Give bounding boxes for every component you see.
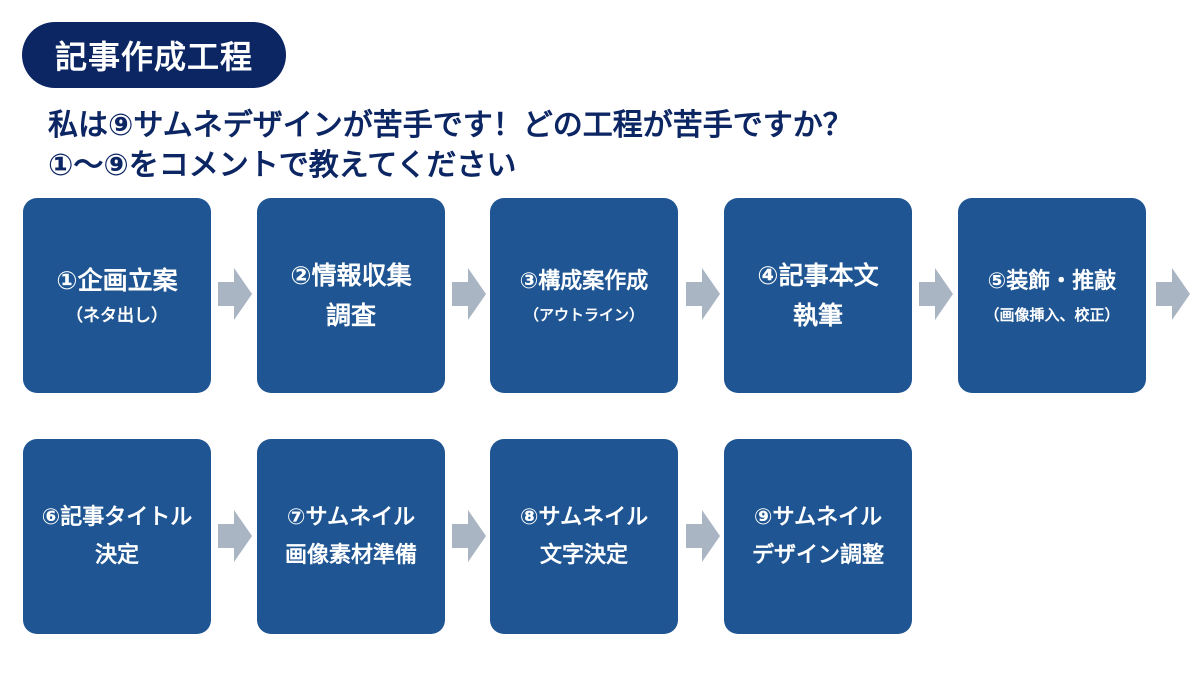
arrow-right-icon bbox=[218, 510, 252, 562]
step-7-title: ⑦サムネイル bbox=[286, 504, 416, 530]
arrow-right-icon bbox=[919, 268, 953, 320]
step-2-title: ②情報収集 bbox=[290, 260, 412, 290]
step-6-box: ⑥記事タイトル 決定 bbox=[23, 439, 211, 634]
arrow-right-icon bbox=[452, 510, 486, 562]
step-2-box: ②情報収集 調査 bbox=[257, 198, 445, 393]
step-7-box: ⑦サムネイル 画像素材準備 bbox=[257, 439, 445, 634]
question-text: 私は⑨サムネデザインが苦手です！どの工程が苦手ですか？ ①〜⑨をコメントで教えて… bbox=[48, 106, 1178, 186]
step-8-subtitle: 文字決定 bbox=[539, 542, 628, 568]
arrow-right-icon bbox=[686, 268, 720, 320]
step-3-subtitle: （アウトライン） bbox=[523, 305, 644, 324]
step-5-box: ⑤装飾・推敲 （画像挿入、校正） bbox=[958, 198, 1146, 393]
step-4-box: ④記事本文 執筆 bbox=[724, 198, 912, 393]
step-8-title: ⑧サムネイル bbox=[519, 504, 649, 530]
step-9-subtitle: デザイン調整 bbox=[751, 542, 884, 568]
step-9-box: ⑨サムネイル デザイン調整 bbox=[724, 439, 912, 634]
step-8-box: ⑧サムネイル 文字決定 bbox=[490, 439, 678, 634]
question-line-1: 私は⑨サムネデザインが苦手です！どの工程が苦手ですか？ bbox=[48, 108, 853, 143]
arrow-right-icon bbox=[218, 268, 252, 320]
step-1-subtitle: （ネタ出し） bbox=[66, 305, 168, 326]
arrow-right-icon bbox=[452, 268, 486, 320]
page-title: 記事作成工程 bbox=[22, 22, 286, 88]
arrow-right-icon bbox=[1156, 268, 1190, 320]
step-4-title: ④記事本文 bbox=[757, 260, 879, 290]
arrow-right-icon bbox=[686, 510, 720, 562]
step-1-title: ①企画立案 bbox=[56, 265, 178, 295]
step-1-box: ①企画立案 （ネタ出し） bbox=[23, 198, 211, 393]
step-6-title: ⑥記事タイトル bbox=[41, 504, 193, 530]
step-7-subtitle: 画像素材準備 bbox=[284, 542, 417, 568]
question-line-2: ①〜⑨をコメントで教えてください bbox=[48, 148, 517, 183]
step-5-subtitle: （画像挿入、校正） bbox=[984, 305, 1120, 324]
step-5-title: ⑤装飾・推敲 bbox=[987, 268, 1117, 294]
step-2-subtitle: 調査 bbox=[325, 300, 376, 330]
step-3-title: ③構成案作成 bbox=[519, 268, 649, 294]
step-3-box: ③構成案作成 （アウトライン） bbox=[490, 198, 678, 393]
step-6-subtitle: 決定 bbox=[94, 542, 139, 568]
step-4-subtitle: 執筆 bbox=[792, 300, 843, 330]
step-9-title: ⑨サムネイル bbox=[753, 504, 883, 530]
